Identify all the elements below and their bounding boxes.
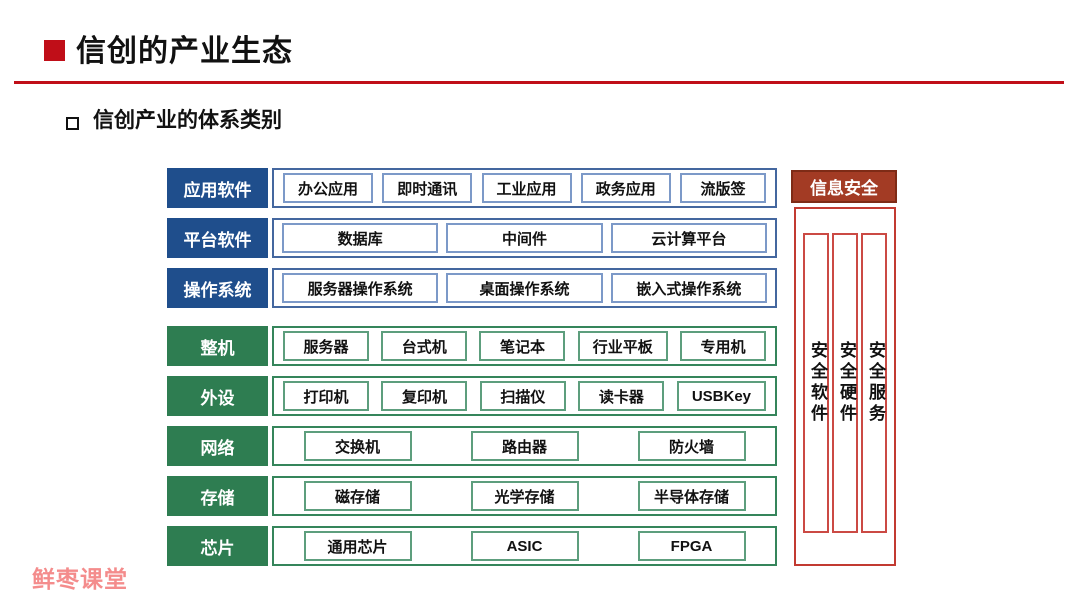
item-box: 桌面操作系统 [446, 273, 603, 303]
item-box: 云计算平台 [610, 223, 767, 253]
category-items: 数据库 中间件 云计算平台 [272, 218, 777, 258]
item-box: 政务应用 [580, 173, 671, 203]
security-column: 安全硬件 [832, 233, 858, 533]
item-box: FPGA [637, 531, 746, 561]
item-box: USBKey [676, 381, 766, 411]
row-network: 网络 交换机 路由器 防火墙 [167, 426, 777, 466]
category-items: 交换机 路由器 防火墙 [272, 426, 777, 466]
item-box: 中间件 [446, 223, 603, 253]
category-label: 整机 [167, 326, 268, 366]
item-box: 半导体存储 [637, 481, 746, 511]
category-label: 操作系统 [167, 268, 268, 308]
item-box: 办公应用 [283, 173, 374, 203]
security-column-label: 安全软件 [808, 341, 827, 425]
item-box: 通用芯片 [303, 531, 412, 561]
title-bullet-icon [44, 40, 65, 61]
item-box: 数据库 [282, 223, 439, 253]
item-box: 复印机 [381, 381, 468, 411]
security-column: 安全软件 [803, 233, 829, 533]
category-items: 打印机 复印机 扫描仪 读卡器 USBKey [272, 376, 777, 416]
item-box: 嵌入式操作系统 [610, 273, 767, 303]
category-items: 服务器 台式机 笔记本 行业平板 专用机 [272, 326, 777, 366]
item-box: 服务器 [283, 331, 369, 361]
item-box: 服务器操作系统 [282, 273, 439, 303]
category-label: 应用软件 [167, 168, 268, 208]
item-box: 流版签 [680, 173, 766, 203]
page-title: 信创的产业生态 [76, 35, 293, 68]
category-items: 磁存储 光学存储 半导体存储 [272, 476, 777, 516]
item-box: 扫描仪 [479, 381, 566, 411]
row-platform-software: 平台软件 数据库 中间件 云计算平台 [167, 218, 777, 258]
title-divider [14, 81, 1064, 84]
category-label: 存储 [167, 476, 268, 516]
row-storage: 存储 磁存储 光学存储 半导体存储 [167, 476, 777, 516]
security-header: 信息安全 [791, 170, 897, 203]
item-box: 笔记本 [479, 331, 566, 361]
security-column: 安全服务 [861, 233, 887, 533]
item-box: 读卡器 [578, 381, 665, 411]
item-box: ASIC [470, 531, 579, 561]
category-items: 通用芯片 ASIC FPGA [272, 526, 777, 566]
item-box: 打印机 [283, 381, 369, 411]
category-items: 服务器操作系统 桌面操作系统 嵌入式操作系统 [272, 268, 777, 308]
item-box: 路由器 [470, 431, 579, 461]
category-items: 办公应用 即时通讯 工业应用 政务应用 流版签 [272, 168, 777, 208]
watermark: 鲜枣课堂 [32, 566, 128, 592]
item-box: 交换机 [303, 431, 412, 461]
row-peripherals: 外设 打印机 复印机 扫描仪 读卡器 USBKey [167, 376, 777, 416]
row-complete-machine: 整机 服务器 台式机 笔记本 行业平板 专用机 [167, 326, 777, 366]
item-box: 工业应用 [481, 173, 572, 203]
category-label: 平台软件 [167, 218, 268, 258]
item-box: 光学存储 [470, 481, 579, 511]
row-application-software: 应用软件 办公应用 即时通讯 工业应用 政务应用 流版签 [167, 168, 777, 208]
section-title: 信创产业的体系类别 [93, 109, 282, 132]
item-box: 专用机 [679, 331, 766, 361]
category-label: 芯片 [167, 526, 268, 566]
item-box: 磁存储 [303, 481, 412, 511]
security-panel: 安全软件 安全硬件 安全服务 [794, 207, 896, 566]
security-column-label: 安全硬件 [837, 341, 856, 425]
row-operating-system: 操作系统 服务器操作系统 桌面操作系统 嵌入式操作系统 [167, 268, 777, 308]
category-label: 网络 [167, 426, 268, 466]
security-column-label: 安全服务 [866, 341, 885, 425]
item-box: 行业平板 [577, 331, 668, 361]
item-box: 即时通讯 [382, 173, 473, 203]
row-chip: 芯片 通用芯片 ASIC FPGA [167, 526, 777, 566]
item-box: 防火墙 [637, 431, 746, 461]
category-label: 外设 [167, 376, 268, 416]
item-box: 台式机 [381, 331, 468, 361]
subtitle-bullet-icon [66, 117, 79, 130]
